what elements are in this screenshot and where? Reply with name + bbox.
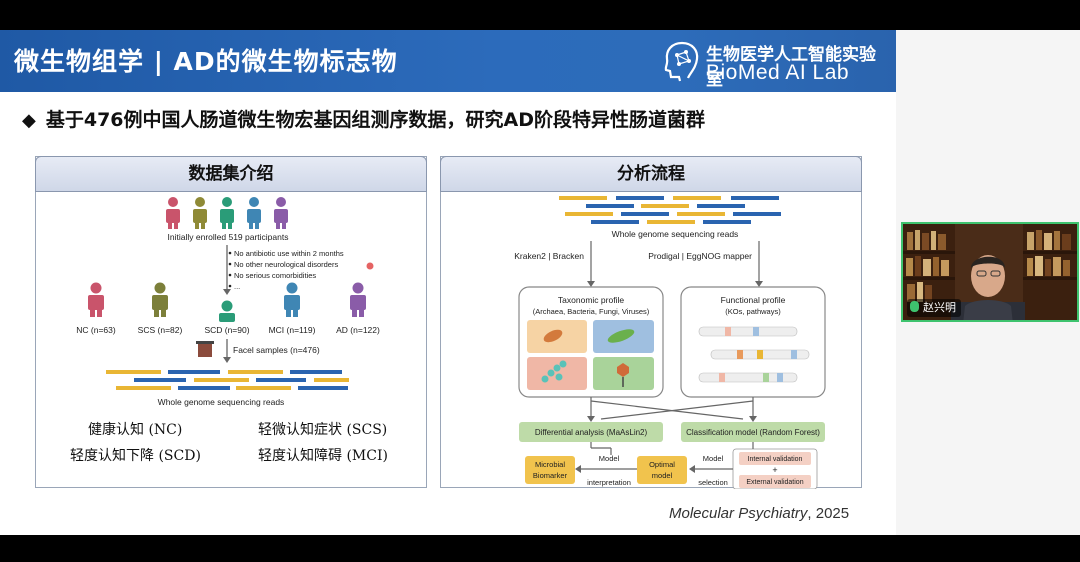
wgs-label-right: Whole genome sequencing reads bbox=[612, 229, 739, 239]
func-title: Functional profile bbox=[721, 295, 786, 305]
enrolled-label: Initially enrolled 519 participants bbox=[168, 232, 289, 242]
top-black-bar bbox=[0, 0, 1080, 30]
tool-left-label: Kraken2 | Bracken bbox=[514, 251, 584, 261]
model-selection-2: selection bbox=[698, 478, 728, 487]
interp-1: Model bbox=[599, 454, 620, 463]
group-nc: NC (n=63) bbox=[76, 325, 116, 335]
lab-logo: 生物医学人工智能实验室 BioMed AI Lab bbox=[656, 34, 892, 90]
participant-icons bbox=[166, 197, 288, 229]
dataset-flow-svg: Initially enrolled 519 participants No a… bbox=[76, 197, 380, 407]
sequencing-reads-left bbox=[106, 370, 349, 390]
stage-nc: 健康认知 (NC) bbox=[88, 422, 183, 438]
fungi-image bbox=[527, 357, 587, 390]
webcam-tile[interactable]: 赵兴明 bbox=[901, 222, 1079, 322]
model-selection-1: Model bbox=[703, 454, 724, 463]
laser-pointer-dot bbox=[366, 262, 374, 270]
classification-model-box bbox=[681, 422, 825, 442]
microphone-icon bbox=[910, 301, 919, 312]
internal-validation: Internal validation bbox=[748, 456, 803, 463]
slide-header: 微生物组学 | AD的微生物标志物 生物医学人工智能实验室 BioMed AI … bbox=[0, 30, 896, 92]
wgs-label-left: Whole genome sequencing reads bbox=[158, 397, 285, 407]
lab-name-cn: 生物医学人工智能实验室 bbox=[706, 45, 876, 90]
taxo-title: Taxonomic profile bbox=[558, 295, 624, 305]
dataset-diagram: Initially enrolled 519 participants No a… bbox=[36, 193, 426, 487]
participant-name-tag: 赵兴明 bbox=[907, 299, 961, 317]
pipeline-flow-svg: Whole genome sequencing reads Kraken2 | … bbox=[514, 196, 826, 489]
stage-scd: 轻度认知下降 (SCD) bbox=[70, 448, 201, 464]
presentation-slide: 微生物组学 | AD的微生物标志物 生物医学人工智能实验室 BioMed AI … bbox=[0, 30, 896, 535]
slide-title: 微生物组学 | AD的微生物标志物 bbox=[14, 47, 398, 76]
participant-name: 赵兴明 bbox=[923, 301, 956, 314]
diamond-bullet-icon: ◆ bbox=[22, 110, 36, 131]
differential-analysis-box bbox=[519, 422, 663, 442]
dataset-panel: 数据集介绍 Initially enrolled 519 participant… bbox=[35, 156, 427, 488]
citation-year: , 2025 bbox=[807, 505, 850, 522]
lab-name-en: BioMed AI Lab bbox=[706, 61, 850, 84]
criteria-3: No serious comorbidities bbox=[234, 271, 316, 280]
optimal-model-box bbox=[637, 456, 687, 484]
tool-right-label: Prodigal | EggNOG mapper bbox=[648, 251, 752, 261]
pipeline-panel-title: 分析流程 bbox=[440, 156, 862, 192]
group-scd: SCD (n=90) bbox=[204, 325, 249, 335]
citation: Molecular Psychiatry, 2025 bbox=[669, 505, 849, 522]
group-icons bbox=[88, 282, 366, 322]
classif-label: Classification model (Random Forest) bbox=[686, 428, 820, 437]
sequencing-reads-right bbox=[559, 196, 781, 224]
gene-tracks bbox=[698, 326, 810, 383]
bookshelf-right bbox=[1023, 224, 1077, 320]
group-ad: AD (n=122) bbox=[336, 325, 380, 335]
fecal-label: Facel samples (n=476) bbox=[233, 345, 320, 355]
criteria-4: ... bbox=[234, 282, 240, 291]
group-mci: MCI (n=119) bbox=[269, 325, 316, 335]
stage-mci: 轻度认知障碍 (MCI) bbox=[258, 448, 388, 464]
stage-scs: 轻微认知症状 (SCS) bbox=[258, 422, 388, 438]
biomarker-1: Microbial bbox=[535, 460, 565, 469]
optimal-2: model bbox=[652, 471, 673, 480]
group-scs: SCS (n=82) bbox=[138, 325, 183, 335]
diff-label: Differential analysis (MaAsLin2) bbox=[535, 428, 648, 437]
microbial-biomarker-box bbox=[525, 456, 575, 484]
brain-head-icon bbox=[664, 41, 699, 82]
optimal-1: Optimal bbox=[649, 460, 675, 469]
criteria-1: No antibiotic use within 2 months bbox=[234, 249, 344, 258]
interp-2: interpretation bbox=[587, 478, 631, 487]
citation-journal: Molecular Psychiatry bbox=[669, 505, 808, 522]
taxo-subtitle: (Archaea, Bacteria, Fungi, Viruses) bbox=[533, 307, 650, 316]
pipeline-panel: 分析流程 Whole genome sequencing reads Krake… bbox=[440, 156, 862, 489]
criteria-2: No other neurological disorders bbox=[234, 260, 338, 269]
bullet-text: 基于476例中国人肠道微生物宏基因组测序数据，研究AD阶段特异性肠道菌群 bbox=[45, 109, 705, 131]
biomarker-2: Biomarker bbox=[533, 471, 568, 480]
presenter-person bbox=[951, 255, 1025, 320]
pipeline-diagram: Whole genome sequencing reads Kraken2 | … bbox=[441, 193, 861, 489]
plus-sign: + bbox=[772, 465, 777, 475]
bullet-point: ◆ 基于476例中国人肠道微生物宏基因组测序数据，研究AD阶段特异性肠道菌群 bbox=[22, 105, 705, 132]
dataset-panel-title: 数据集介绍 bbox=[35, 156, 427, 192]
sample-cup-icon bbox=[196, 341, 214, 357]
bottom-black-bar bbox=[0, 535, 1080, 562]
external-validation: External validation bbox=[746, 479, 803, 486]
func-subtitle: (KOs, pathways) bbox=[725, 307, 781, 316]
